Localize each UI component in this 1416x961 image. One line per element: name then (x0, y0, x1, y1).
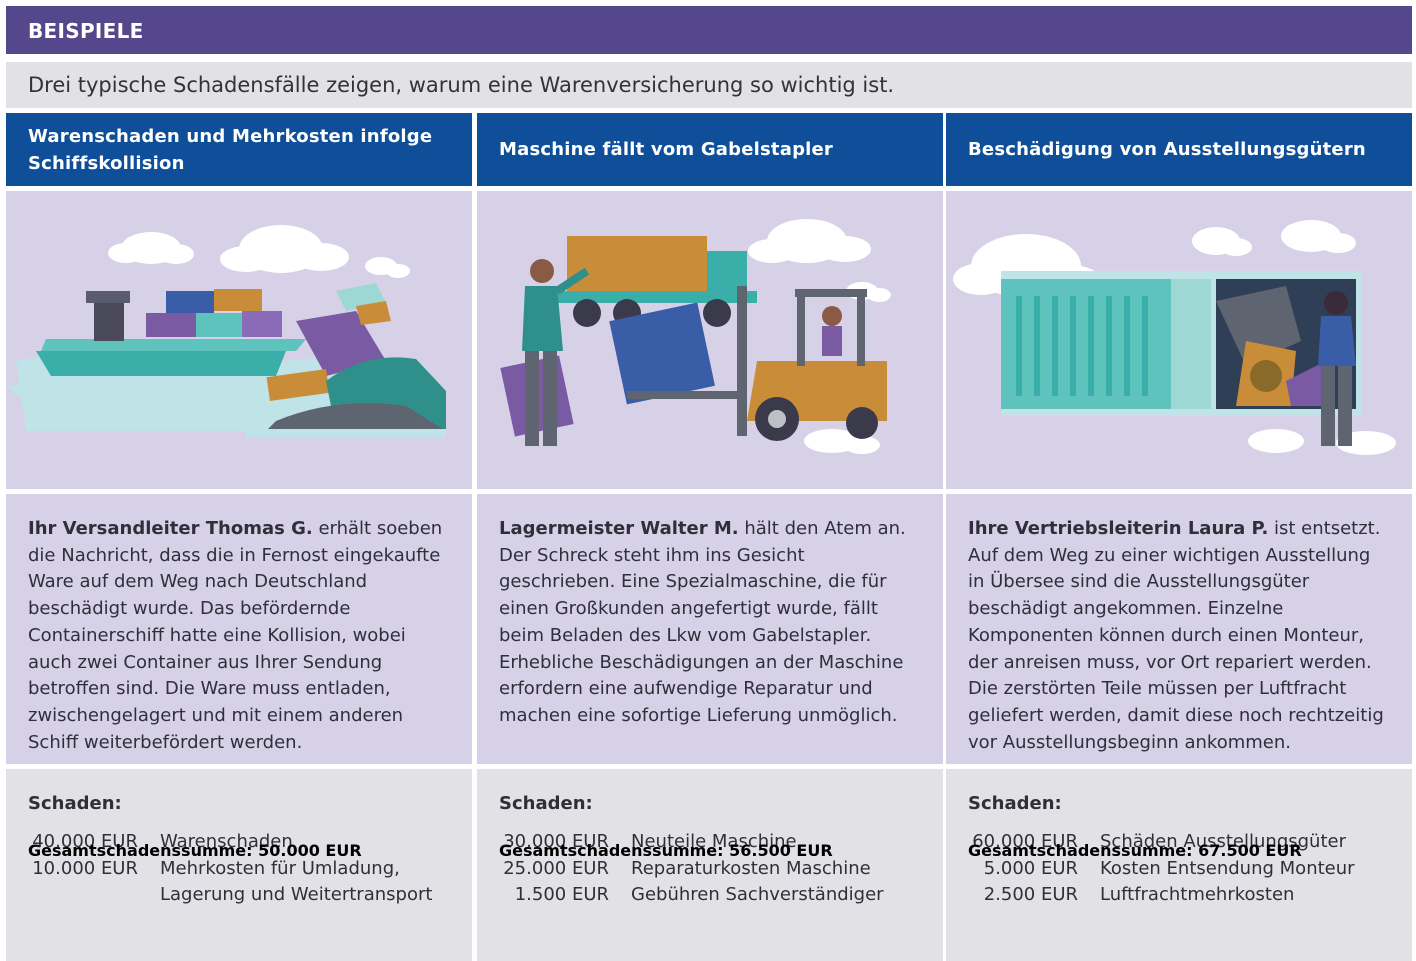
damage-item: 30.000 EUR Neuteile Maschine (499, 829, 921, 856)
exhibition-goods-illustration (946, 191, 1412, 489)
damage-description: Warenschaden (160, 831, 293, 852)
damage-label: Schaden: (28, 793, 122, 814)
damage-description: Mehrkosten für Umladung, Lagerung und We… (160, 857, 433, 906)
damage-total: Gesamtschadenssumme: 50.000 EUR (28, 841, 362, 860)
damage-item: 10.000 EUR Mehrkosten für Umladung, Lager… (28, 856, 450, 909)
damage-description: Neuteile Maschine (631, 831, 797, 852)
damage-label: Schaden: (968, 793, 1062, 814)
person-name: Lagermeister Walter M. (499, 518, 739, 539)
person-name: Ihre Vertriebsleiterin Laura P. (968, 518, 1269, 539)
case-body: erhält soeben die Nachricht, dass die in… (28, 518, 443, 753)
damage-amount: 5.000 EUR (983, 857, 1078, 879)
damage-item: 5.000 EUR Kosten Entsendung Monteur (968, 856, 1390, 883)
damage-amount: 25.000 EUR (503, 857, 609, 879)
column-title: Beschädigung von Ausstellungsgütern (946, 113, 1412, 186)
damage-description: Reparaturkosten Maschine (631, 857, 871, 879)
damage-amount: 10.000 EUR (32, 857, 138, 879)
example-column-forklift: Maschine fällt vom Gabelstapler (477, 113, 943, 961)
forklift-accident-illustration (477, 191, 943, 489)
column-title: Warenschaden und Mehrkosten infolge Schi… (6, 113, 472, 186)
case-body: hält den Atem an. Der Schreck steht ihm … (499, 518, 906, 726)
damage-box: Schaden: 60.000 EUR Schäden Ausstellungsg… (946, 769, 1412, 961)
damage-total: Gesamtschadenssumme: 67.500 EUR (968, 841, 1302, 860)
damage-amount: 30.000 EUR (503, 831, 609, 852)
damage-item: 60.000 EUR Schäden Ausstellungsgüter (968, 829, 1390, 856)
ship-collision-illustration (6, 191, 472, 489)
case-description: Ihre Vertriebsleiterin Laura P. ist ents… (946, 494, 1412, 764)
damage-box: Schaden: 30.000 EUR Neuteile Maschine 25.… (477, 769, 943, 961)
damage-amount: 60.000 EUR (972, 831, 1078, 852)
case-body: ist entsetzt. Auf dem Weg zu einer wicht… (968, 518, 1384, 753)
column-title: Maschine fällt vom Gabelstapler (477, 113, 943, 186)
damage-description: Kosten Entsendung Monteur (1100, 857, 1355, 879)
case-description: Ihr Versandleiter Thomas G. erhält soebe… (6, 494, 472, 764)
damage-total: Gesamtschadenssumme: 56.500 EUR (499, 841, 833, 860)
damage-amount: 2.500 EUR (983, 884, 1078, 905)
example-column-ship: Warenschaden und Mehrkosten infolge Schi… (6, 113, 472, 961)
damage-description: Luftfrachtmehrkosten (1100, 884, 1295, 905)
damage-item: 25.000 EUR Reparaturkosten Maschine (499, 856, 921, 883)
damage-label: Schaden: (499, 793, 593, 814)
section-header: BEISPIELE (6, 6, 1412, 54)
example-column-exhibition: Beschädigung von Ausstellungsgütern (946, 113, 1412, 961)
damage-amount: 40.000 EUR (32, 831, 138, 852)
case-description: Lagermeister Walter M. hält den Atem an.… (477, 494, 943, 764)
damage-item: 40.000 EUR Warenschaden (28, 829, 450, 856)
damage-item: 1.500 EUR Gebühren Sachverständiger (499, 882, 921, 909)
damage-box: Schaden: 40.000 EUR Warenschaden 10.000 E… (6, 769, 472, 961)
damage-item: 2.500 EUR Luftfrachtmehrkosten (968, 882, 1390, 909)
damage-amount: 1.500 EUR (514, 884, 609, 905)
damage-description: Gebühren Sachverständiger (631, 884, 884, 905)
intro-text: Drei typische Schadensfälle zeigen, waru… (6, 62, 1412, 108)
person-name: Ihr Versandleiter Thomas G. (28, 518, 313, 539)
damage-description: Schäden Ausstellungsgüter (1100, 831, 1346, 852)
